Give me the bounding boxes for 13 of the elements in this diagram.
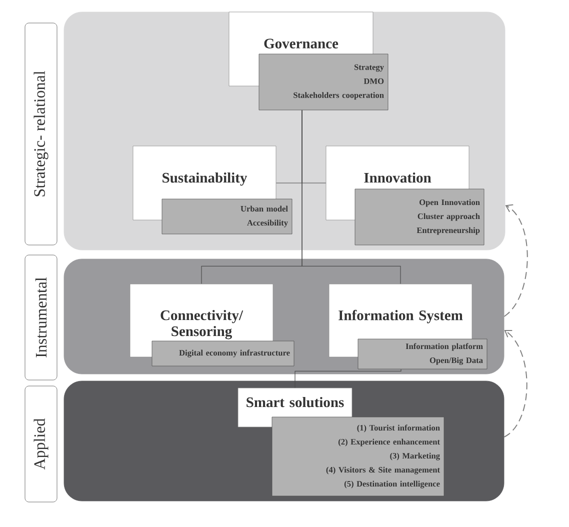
connector-line <box>294 368 402 388</box>
dashed-arrow <box>504 204 528 317</box>
dashed-arrow <box>504 330 528 438</box>
detail-box: Open Innovation Cluster approach Entrepreneurship <box>354 188 484 246</box>
detail-box: Information platform Open/Big Data <box>358 338 488 370</box>
connector-line <box>302 110 401 284</box>
detail-box: Strategy DMO Stakeholders cooperation <box>258 54 388 110</box>
detail-box: (1) Tourist information (2) Experience enhancement (3) Marketing (4) Visitors & Site management (5) Destination intelligence <box>272 416 444 496</box>
detail-box: Digital economy infrastructure <box>152 340 294 366</box>
layer-label: Applied <box>24 386 58 502</box>
layer-label: Strategic- relational <box>24 22 58 246</box>
layer-label: Instrumental <box>24 254 58 380</box>
detail-box: Urban model Accesibility <box>162 198 292 234</box>
